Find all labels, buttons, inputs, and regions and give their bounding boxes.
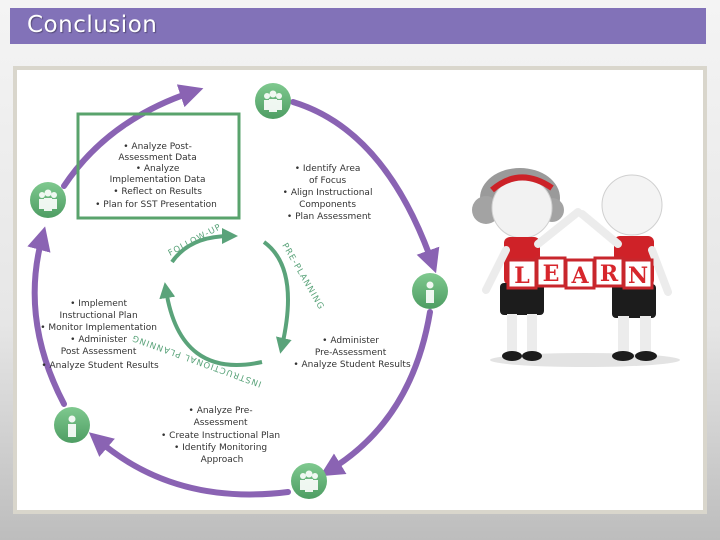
outer-arrow-4 bbox=[27, 226, 67, 407]
cube-letter-l: L bbox=[514, 263, 529, 289]
page-title: Conclusion bbox=[27, 12, 158, 38]
outer-arrow-5 bbox=[61, 84, 204, 189]
stage-node-pre-assessment bbox=[412, 273, 448, 309]
inner-arrow-1 bbox=[170, 228, 238, 264]
stage-text-implementation: • Implement Instructional Plan • Monitor… bbox=[40, 299, 160, 371]
label-follow-up: FOLLOW-UP bbox=[167, 222, 224, 258]
cube-letter-e: E bbox=[543, 261, 560, 287]
cube-letter-a: A bbox=[570, 263, 589, 289]
inner-arrow-3 bbox=[159, 282, 263, 367]
stage-text-pre-assessment: • Administer Pre-Assessment • Analyze St… bbox=[293, 336, 411, 370]
stage-node-pre-planning bbox=[255, 83, 291, 119]
stage-text-planning: • Analyze Pre- Assessment • Create Instr… bbox=[161, 406, 283, 465]
stage-node-implementation bbox=[54, 407, 90, 443]
learn-illustration: L E A R N bbox=[472, 168, 680, 367]
stage-node-follow-up bbox=[30, 182, 66, 218]
learn-cubes: L E A R N bbox=[506, 256, 654, 290]
highlight-box bbox=[76, 112, 241, 220]
stage-text-follow-up: • Analyze Post- Assessment Data • Analyz… bbox=[95, 142, 217, 210]
inner-arrow-2 bbox=[262, 240, 292, 354]
cube-letter-r: R bbox=[600, 261, 619, 287]
title-bar: Conclusion bbox=[10, 8, 706, 44]
cube-letter-n: N bbox=[628, 263, 648, 289]
stage-node-planning bbox=[291, 463, 327, 499]
outer-arrow-2 bbox=[319, 309, 433, 477]
stage-text-pre-planning: • Identify Area of Focus • Align Instruc… bbox=[283, 164, 376, 222]
outer-arrow-3 bbox=[88, 432, 291, 498]
outer-arrow-1 bbox=[290, 99, 440, 274]
